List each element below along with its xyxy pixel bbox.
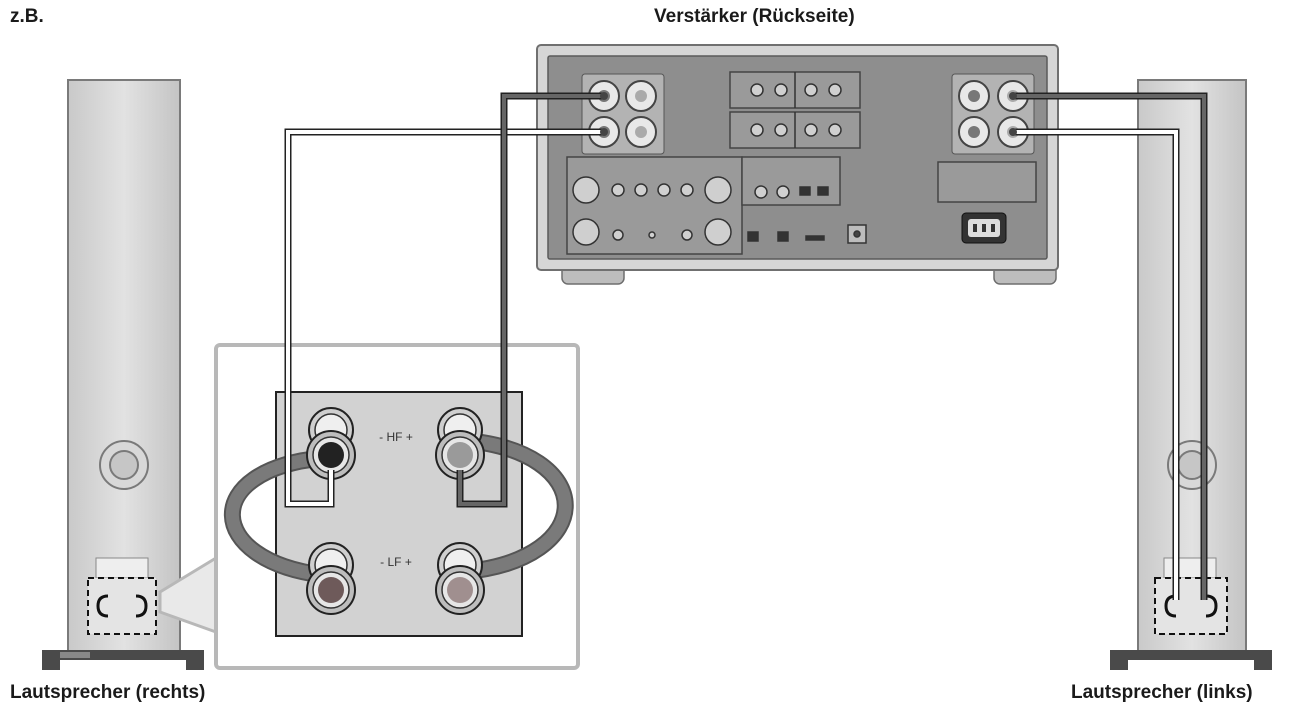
amplifier-label: Verstärker (Rückseite) — [654, 6, 855, 27]
hf-terminal-label: - HF + — [379, 430, 413, 444]
speaker-left-bracket-right — [1205, 594, 1218, 618]
amp-power-inlet — [961, 212, 1007, 244]
speaker-right-base — [42, 650, 204, 660]
cable-white-right — [284, 128, 604, 508]
speaker-right — [42, 79, 204, 670]
speaker-right-cabinet — [67, 79, 181, 652]
speaker-right-label: Lautsprecher (rechts) — [10, 682, 206, 703]
speaker-left-label: Lautsprecher (links) — [1071, 682, 1253, 703]
speaker-left-cabinet — [1137, 79, 1247, 652]
speaker-left-base — [1110, 650, 1272, 660]
amp-digital-inputs — [741, 156, 867, 244]
cable-dark-left — [1013, 92, 1208, 600]
speaker-left — [1110, 79, 1272, 670]
zoom-callout: - HF + - LF + — [158, 343, 580, 670]
speaker-right-bracket-left — [96, 594, 109, 618]
amp-label-plate — [937, 161, 1037, 203]
cable-dark-right — [456, 92, 604, 508]
speaker-left-terminal-plate — [1163, 557, 1217, 579]
amp-balanced-inputs — [566, 156, 743, 255]
lf-minus-terminal — [306, 542, 356, 615]
lf-plus-terminal — [435, 542, 485, 615]
speaker-left-bracket-left — [1164, 594, 1177, 618]
cable-white-left — [1013, 128, 1180, 600]
speaker-right-terminal-plate — [95, 557, 149, 579]
amp-rca-inputs — [729, 71, 861, 149]
amplifier — [536, 44, 1059, 285]
lf-terminal-label: - LF + — [380, 555, 412, 569]
hf-plus-terminal — [435, 407, 485, 480]
example-label: z.B. — [10, 6, 44, 27]
speaker-right-bracket-right — [135, 594, 148, 618]
hf-minus-terminal — [306, 407, 356, 480]
